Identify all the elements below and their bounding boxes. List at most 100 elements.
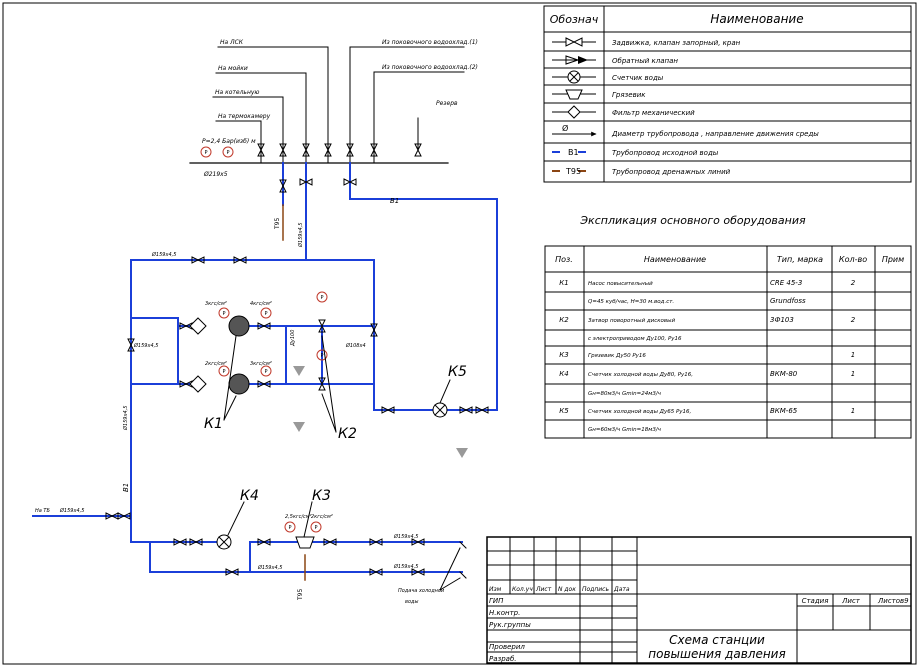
spec-cell-r3-c1: с электроприводом Ду100, Ру16 bbox=[588, 336, 682, 342]
tb-role-gip: ГИП bbox=[489, 597, 504, 605]
label-pipe-vert: Ø159x4,5 bbox=[122, 406, 129, 431]
pump-k1-a bbox=[228, 315, 250, 337]
label-reserve: Резерв bbox=[436, 100, 458, 107]
tb-role-prov: Проверил bbox=[489, 643, 525, 651]
spec-cell-r2-c0: К2 bbox=[559, 316, 569, 324]
tb-kolvo: Кол.уч bbox=[512, 586, 533, 593]
label-dn-small: Ду100 bbox=[290, 330, 296, 347]
tb-date: Дата bbox=[613, 586, 630, 593]
drawing-title-line1: Схема станции bbox=[669, 633, 765, 647]
legend-row-mudtrap: Грязевик bbox=[612, 91, 646, 99]
legend-symbol-mud-trap bbox=[552, 89, 596, 100]
spec-cell-r4-c0: К3 bbox=[559, 351, 568, 359]
tb-role-rukgr: Рук.группы bbox=[489, 621, 531, 629]
label-press-pump-d: 3кгс/см² bbox=[250, 361, 272, 367]
legend-symbol-meter bbox=[552, 70, 596, 84]
label-collector: Ø219x5 bbox=[203, 171, 228, 178]
spec-cell-r8-c1: Gн=60м3/ч Gmin=18м3/ч bbox=[588, 427, 662, 433]
legend-row-filter: Фильтр механический bbox=[612, 109, 695, 117]
legend-symbol-valve bbox=[552, 37, 596, 47]
label-from-source: Подача холодной bbox=[398, 588, 445, 594]
label-press-k3b: 2кгс/см² bbox=[311, 514, 333, 520]
label-k1: К1 bbox=[204, 416, 223, 432]
spec-header-qty: Кол-во bbox=[839, 255, 867, 264]
spec-cell-r4-c3: 1 bbox=[851, 351, 855, 359]
pump-k1-b bbox=[228, 373, 250, 395]
svg-text:Т95: Т95 bbox=[565, 167, 581, 176]
legend-row-check: Обратный клапан bbox=[612, 57, 678, 65]
tb-role-razrab: Разраб. bbox=[489, 655, 517, 663]
label-pipe-in-b: Ø159x4,5 bbox=[393, 563, 418, 570]
spec-cell-r5-c0: К4 bbox=[559, 370, 568, 378]
spec-cell-r1-c1: Q=45 куб/час, H=30 м.вод.ст. bbox=[588, 299, 674, 305]
label-t95-a: Т95 bbox=[274, 218, 281, 230]
gauge-collector-b bbox=[222, 146, 234, 158]
label-k2: К2 bbox=[338, 426, 357, 442]
label-pipe-bottom: Ø159x4,5 bbox=[257, 564, 282, 571]
label-press-pump-b: 4кгс/см² bbox=[250, 301, 272, 307]
label-pipe-up: Ø159x4,5 bbox=[297, 223, 304, 248]
tb-izm: Изм bbox=[489, 586, 502, 593]
tb-role-nkontr: Н.контр. bbox=[489, 609, 520, 617]
spec-cell-r7-c1: Счетчик холодной воды Ду65 Ру16, bbox=[588, 409, 692, 415]
spec-cell-r0-c2: CRE 45-3 bbox=[770, 279, 802, 287]
svg-text:В1: В1 bbox=[568, 148, 579, 157]
tb-stadia: Стадия bbox=[802, 597, 829, 605]
legend-header-symbol: Обознач bbox=[550, 13, 599, 26]
label-from-ohl2: Из поковочного водоохлад.(2) bbox=[382, 64, 478, 71]
label-to-boiler: На котельную bbox=[215, 89, 259, 96]
spec-table: Поз. Наименование Тип, марка Кол-во Прим… bbox=[544, 245, 912, 439]
spec-cell-r2-c1: Затвор поворотный дисковый bbox=[588, 318, 676, 324]
spec-cell-r5-c3: 1 bbox=[851, 370, 855, 378]
spec-cell-r7-c2: ВКМ-65 bbox=[770, 407, 798, 415]
spec-header-pos: Поз. bbox=[555, 255, 573, 264]
label-press-pump-c: 2кгс/см² bbox=[205, 361, 227, 367]
legend-symbol-b1: В1 bbox=[552, 148, 600, 157]
label-b1-top: В1 bbox=[390, 197, 399, 205]
label-pipe-main: Ø159x4,5 bbox=[151, 251, 176, 258]
legend-row-b1: Трубопровод исходной воды bbox=[612, 149, 719, 157]
spec-cell-r1-c2: Grundfoss bbox=[770, 297, 806, 305]
legend-symbol-t95: Т95 bbox=[552, 167, 600, 176]
spec-cell-r2-c2: 3Ф103 bbox=[770, 316, 794, 324]
spec-cell-r0-c3: 2 bbox=[851, 279, 856, 287]
label-pressure-top: Р=2,4 Бар(изб) м bbox=[202, 138, 256, 145]
spec-cell-r7-c3: 1 bbox=[851, 407, 855, 415]
legend-symbol-filter bbox=[552, 105, 596, 119]
gauge-collector-a bbox=[200, 146, 212, 158]
drawing-title-line2: повышения давления bbox=[648, 647, 785, 661]
spec-cell-r2-c3: 2 bbox=[851, 316, 856, 324]
svg-text:Ø: Ø bbox=[562, 123, 568, 133]
label-k5: К5 bbox=[448, 364, 467, 380]
tb-ndoc: N док bbox=[558, 586, 576, 593]
tb-list-col: Лист bbox=[841, 597, 861, 605]
label-from-ohl1: Из поковочного водоохлад.(1) bbox=[382, 39, 478, 46]
top-labels: На ЛСК На мойки На котельную На термокам… bbox=[202, 39, 478, 145]
legend-row-t95: Трубопровод дренажных линий bbox=[612, 168, 731, 176]
legend-header-name: Наименование bbox=[710, 12, 803, 26]
spec-cell-r0-c0: К1 bbox=[559, 279, 568, 287]
spec-header-note: Прим bbox=[882, 255, 904, 264]
tb-listov-col: Листов9 bbox=[877, 597, 909, 605]
spec-cell-r7-c0: К5 bbox=[559, 407, 569, 415]
spec-cell-r4-c1: Грязевик Ду50 Ру16 bbox=[588, 353, 646, 359]
label-to-washer: На мойки bbox=[218, 65, 248, 72]
legend-row-meter: Счетчик воды bbox=[612, 74, 664, 82]
legend-symbol-diameter: Ø bbox=[552, 123, 597, 137]
label-press-k3a: 2,5кгс/см² bbox=[285, 514, 312, 520]
label-k4: К4 bbox=[240, 488, 259, 504]
label-to-therm: На термокамеру bbox=[218, 113, 271, 120]
title-block: Изм Кол.уч Лист N док Подпись Дата ГИП Н… bbox=[486, 536, 912, 664]
label-t95-b: Т95 bbox=[297, 589, 304, 601]
label-k3: К3 bbox=[312, 488, 331, 504]
tb-sign: Подпись bbox=[582, 586, 609, 593]
label-from-source2: воды bbox=[405, 599, 418, 605]
spec-header-type: Тип, марка bbox=[777, 255, 823, 264]
label-to-ts: На ТБ bbox=[35, 508, 50, 514]
legend-row-valve: Задвижка, клапан запорный, кран bbox=[612, 39, 741, 47]
label-b1-mid: В1 bbox=[122, 483, 130, 492]
label-press-pump-a: 3кгс/см² bbox=[205, 301, 227, 307]
label-pipe-to-ts: Ø159x4,5 bbox=[59, 507, 84, 514]
